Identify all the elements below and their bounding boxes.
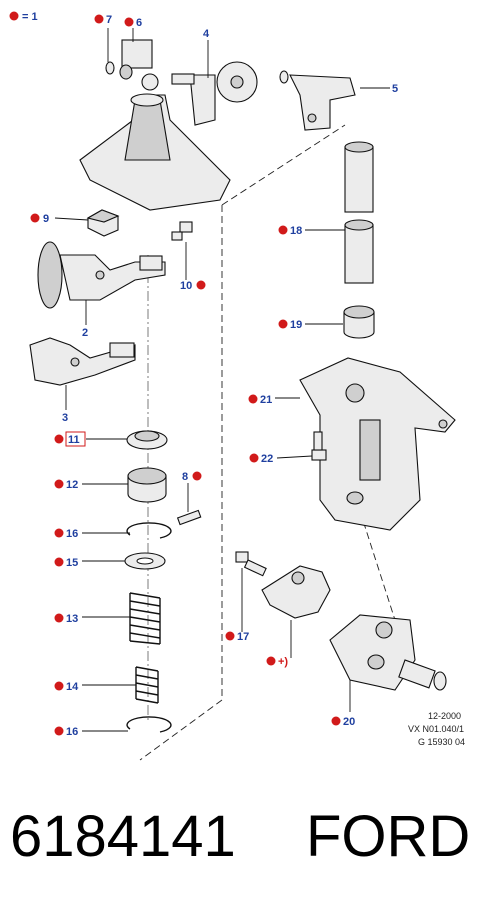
brand-name: FORD	[306, 804, 470, 869]
bushing-part-19	[343, 305, 375, 339]
callout-15: 15	[54, 557, 78, 569]
lever-part-5	[279, 70, 356, 131]
callout-7: 7	[94, 14, 112, 26]
callout-16-bottom: 16	[54, 726, 78, 738]
callout-label: 16	[66, 726, 78, 738]
lever-part-4	[171, 61, 258, 126]
callout-label: 17	[237, 631, 249, 643]
spring-part-13	[129, 592, 161, 645]
callout-dot-icon	[278, 225, 288, 235]
callout-dot-icon	[54, 434, 64, 444]
part-number: 6184141	[10, 804, 236, 869]
callout-12: 12	[54, 479, 78, 491]
callout-14: 14	[54, 681, 79, 693]
callout-dot-icon	[331, 716, 341, 726]
drawing-reference-note: 12-2000 VX N01.040/1 G 15930 04	[408, 711, 465, 747]
callout-label: 3	[62, 412, 68, 424]
bolt-part-22	[311, 431, 327, 461]
callout-label: 8	[182, 471, 188, 483]
callout-3: 3	[62, 412, 68, 424]
spring-part-14	[135, 666, 159, 704]
callout-dot-icon	[192, 471, 202, 481]
callout-dot-icon	[225, 631, 235, 641]
callout-dot-icon	[54, 681, 64, 691]
washer-part-15	[124, 552, 166, 570]
callout-label: 5	[392, 83, 398, 95]
callout-label: 18	[290, 225, 302, 237]
callout-dot-icon	[266, 656, 276, 666]
callout-4: 4	[203, 28, 210, 40]
selector-part-20	[329, 614, 447, 691]
callout-dot-icon	[54, 613, 64, 623]
bracket-part-21	[299, 357, 456, 531]
note-line-3: G 15930 04	[418, 737, 465, 747]
callout-22: 22	[249, 453, 273, 465]
callout-label: +)	[278, 656, 288, 668]
callout-label: 15	[66, 557, 78, 569]
callout-20: 20	[331, 716, 355, 728]
callout-9: 9	[30, 213, 49, 225]
legend-text: = 1	[22, 11, 38, 23]
callout-label: 20	[343, 716, 355, 728]
bolt-part-10	[171, 221, 193, 241]
callout-label: 16	[66, 528, 78, 540]
callout-11: 11	[54, 431, 86, 447]
callout-label: 11	[68, 434, 80, 446]
callout-label: 2	[82, 327, 88, 339]
callout-dot-icon	[54, 479, 64, 489]
callout-label: 13	[66, 613, 78, 625]
callout-dot-icon	[30, 213, 40, 223]
selector-housing	[79, 39, 231, 211]
callout-label: 10	[180, 280, 192, 292]
callout-label: 12	[66, 479, 78, 491]
callout-dot-icon	[54, 528, 64, 538]
callout-dot-icon	[54, 557, 64, 567]
callout-dot-icon	[249, 453, 259, 463]
legend: = 1	[9, 11, 38, 23]
callout-2: 2	[82, 327, 88, 339]
fork-part-2	[37, 241, 166, 309]
pin-part-8	[176, 509, 202, 526]
fork-part-3	[29, 337, 136, 386]
callout-plus: +)	[266, 656, 288, 668]
callout-dot-icon	[196, 280, 206, 290]
callout-label: 9	[43, 213, 49, 225]
callout-dot-icon	[54, 726, 64, 736]
callout-dot-icon	[278, 319, 288, 329]
callout-13: 13	[54, 613, 78, 625]
block-part-9	[86, 209, 120, 237]
callout-17: 17	[225, 631, 249, 643]
callout-18: 18	[278, 225, 302, 237]
callout-box	[65, 431, 86, 447]
callout-8: 8	[182, 471, 202, 483]
clip-part-16-bottom	[126, 716, 172, 733]
callout-dot-icon	[248, 394, 258, 404]
leader-lines	[54, 28, 390, 732]
callout-21: 21	[248, 394, 272, 406]
legend-dot-icon	[9, 11, 19, 21]
clip-part-16-top	[126, 522, 172, 539]
callout-label: 14	[66, 681, 79, 693]
note-line-1: 12-2000	[428, 711, 461, 721]
callout-label: 7	[106, 14, 112, 26]
callout-label: 4	[203, 28, 210, 40]
callout-dot-icon	[94, 14, 104, 24]
callout-6: 6	[124, 17, 142, 29]
callout-label: 6	[136, 17, 142, 29]
bushing-part-12	[127, 467, 167, 503]
clamp-part-plus	[261, 565, 331, 619]
ring-part-11	[126, 430, 168, 450]
callout-16-top: 16	[54, 528, 78, 540]
callout-label: 21	[260, 394, 272, 406]
bolt-part-17	[235, 551, 267, 577]
callout-label: 19	[290, 319, 302, 331]
callout-19: 19	[278, 319, 302, 331]
shaft-part-18	[344, 141, 374, 284]
callout-label: 22	[261, 453, 273, 465]
callout-5: 5	[392, 83, 398, 95]
callout-10: 10	[180, 280, 206, 292]
callout-dot-icon	[124, 17, 134, 27]
note-line-2: VX N01.040/1	[408, 724, 464, 734]
